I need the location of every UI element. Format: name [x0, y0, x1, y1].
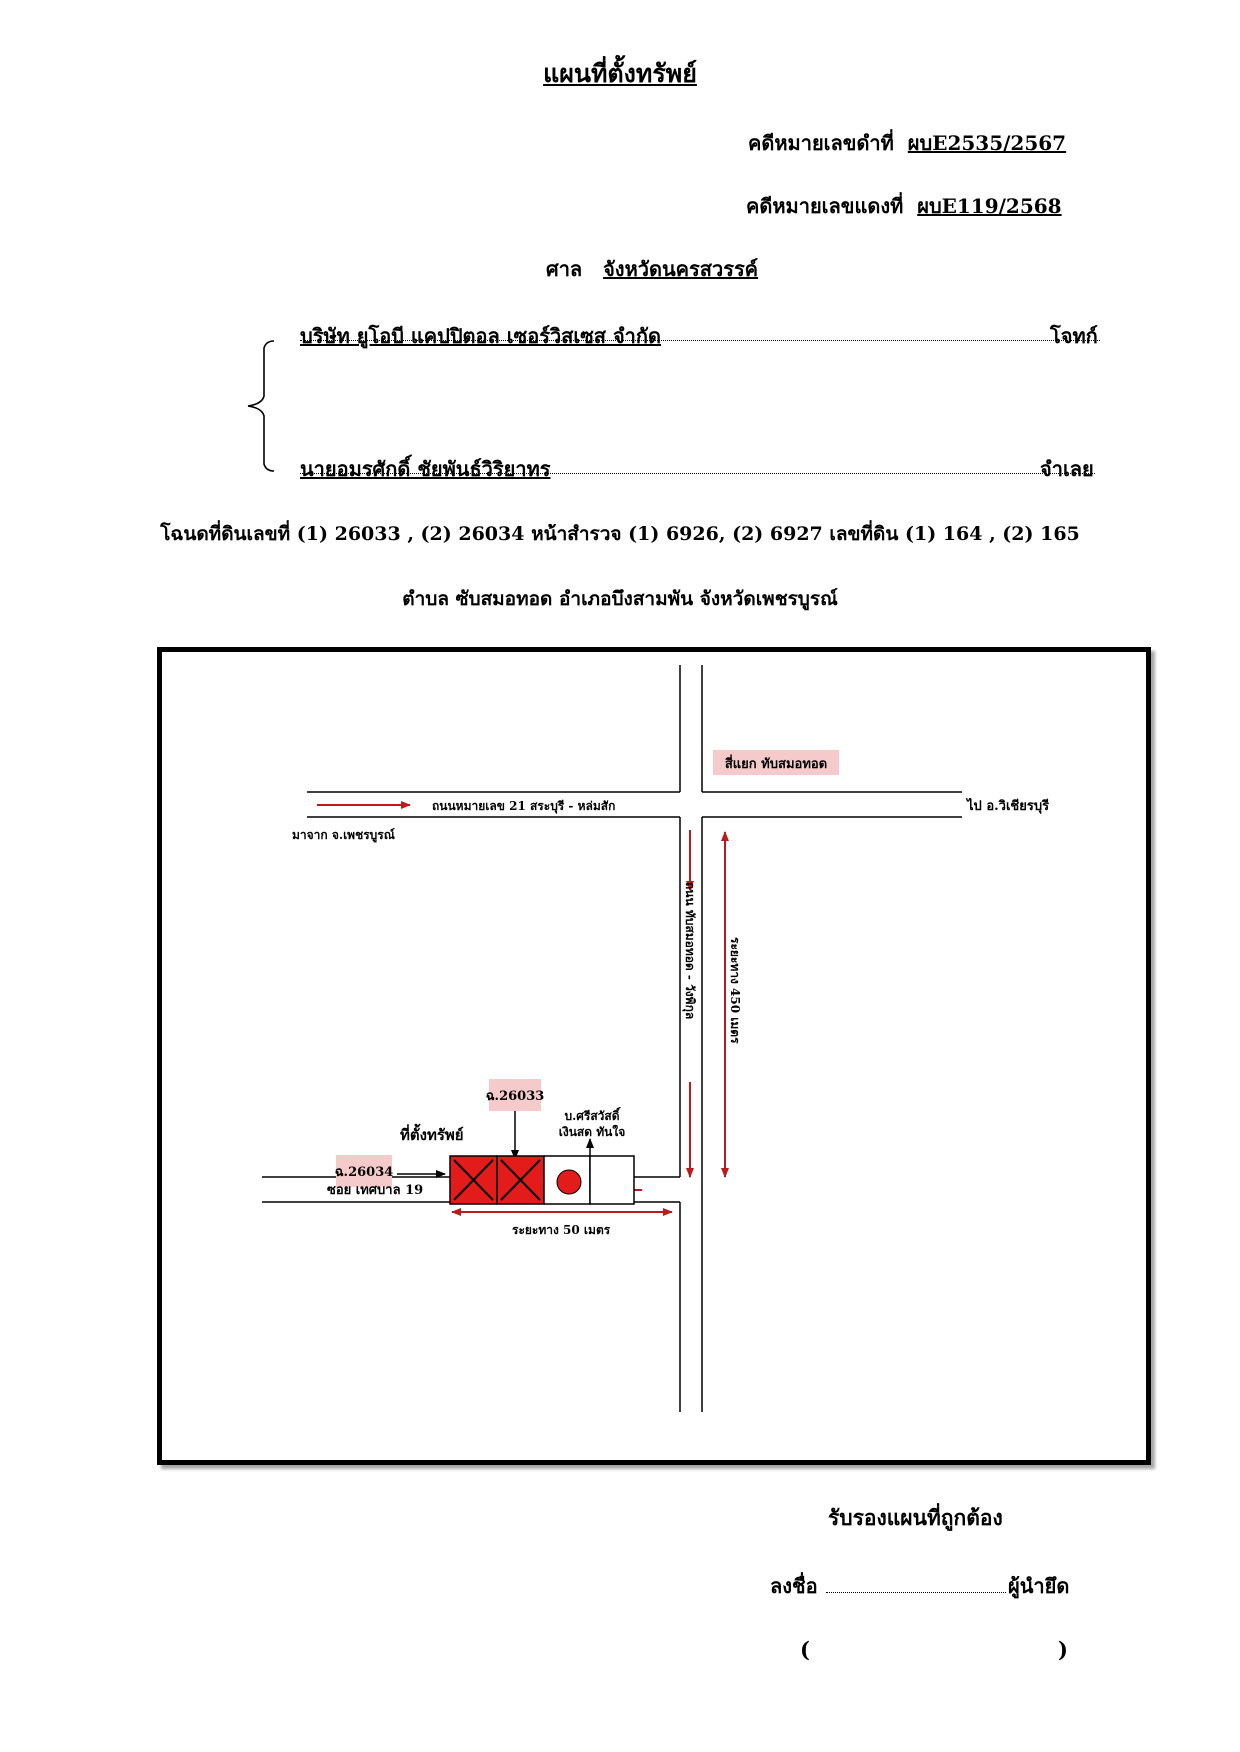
soi-label: ซอย เทศบาล 19: [327, 1183, 423, 1198]
court-line: ศาล จังหวัดนครสวรรค์: [546, 253, 758, 285]
black-case-number: ผบE2535/2567: [907, 131, 1067, 155]
page-title: แผนที่ตั้งทรัพย์: [543, 59, 697, 88]
plaintiff-name: บริษัท ยูโอบี แคปปิตอล เซอร์วิสเซส จำกัด: [300, 324, 662, 348]
defendant-role: จำเลย: [1040, 457, 1094, 481]
black-case-label: คดีหมายเลขดำที่: [748, 131, 894, 155]
deed-26034-label: ฉ.26034: [335, 1165, 394, 1180]
signature-dotted-line: [826, 1592, 1006, 1593]
highway-label: ถนนหมายเลข 21 สระบุรี - หล่มสัก: [432, 799, 615, 814]
distance-50-label: ระยะทาง 50 เมตร: [512, 1223, 611, 1237]
direction-arrows: [317, 801, 729, 1216]
defendant-dotted-line: [300, 473, 1095, 474]
adjacent-building: [589, 1155, 635, 1205]
party-bracket: [247, 340, 275, 472]
property-parcels: [449, 1155, 635, 1205]
red-case-line: คดีหมายเลขแดงที่ ผบE119/2568: [746, 190, 1062, 222]
landmark-label-line1: บ.ศรีสวัสดิ์: [564, 1107, 621, 1123]
court-name: จังหวัดนครสวรรค์: [603, 257, 759, 281]
roads: [262, 665, 962, 1412]
intersection-label-bg: [713, 750, 839, 775]
sign-label: ลงชื่อ: [770, 1574, 818, 1598]
property-label: ที่ตั้งทรัพย์: [400, 1123, 464, 1144]
deed-26033-label: ฉ.26033: [486, 1089, 545, 1104]
red-case-number: ผบE119/2568: [917, 194, 1062, 218]
distance-450-label: ระยะทาง 450 เมตร: [728, 937, 742, 1044]
certify-label: รับรองแผนที่ถูกต้อง: [828, 1505, 1003, 1530]
parcel-26034-cross-b: [453, 1159, 494, 1201]
deed-26033-label-bg: [489, 1079, 541, 1111]
red-case-label: คดีหมายเลขแดงที่: [746, 194, 904, 218]
landmark-marker: [556, 1169, 582, 1195]
defendant-name: นายอมรศักดิ์ ชัยพันธ์วิริยาทร: [300, 457, 551, 481]
deed-line: โฉนดที่ดินเลขที่ (1) 26033 , (2) 26034 ห…: [160, 523, 1080, 545]
court-label: ศาล: [546, 257, 583, 281]
location-line: ตำบล ซับสมอทอด อำเภอบึงสามพัน จังหวัดเพช…: [402, 588, 838, 610]
name-open-paren: (: [800, 1637, 810, 1662]
plaintiff-role: โจทก์: [1050, 324, 1098, 348]
landmark-label-line2: เงินสด ทันใจ: [559, 1124, 625, 1139]
name-close-paren: ): [1058, 1637, 1068, 1662]
plaintiff-dotted-line: [300, 340, 1100, 341]
intersection-label: สี่แยก ทับสมอทอด: [725, 754, 827, 772]
vertical-road-label: ถนน ทับสมอทอด - วังพิกุล: [682, 882, 697, 1019]
map-frame: สี่แยก ทับสมอทอด ถนนหมายเลข 21 สระบุรี -…: [157, 647, 1151, 1465]
parcel-26033-cross-b: [500, 1159, 541, 1201]
property-map: สี่แยก ทับสมอทอด ถนนหมายเลข 21 สระบุรี -…: [262, 665, 1049, 1412]
black-case-line: คดีหมายเลขดำที่ ผบE2535/2567: [748, 127, 1066, 159]
to-destination-label: ไป อ.วิเชียรบุรี: [965, 797, 1049, 814]
deed-26034-label-bg: [336, 1155, 392, 1187]
seizer-label: ผู้นำยึด: [1008, 1574, 1070, 1598]
from-origin-label: มาจาก จ.เพชรบูรณ์: [292, 828, 395, 843]
